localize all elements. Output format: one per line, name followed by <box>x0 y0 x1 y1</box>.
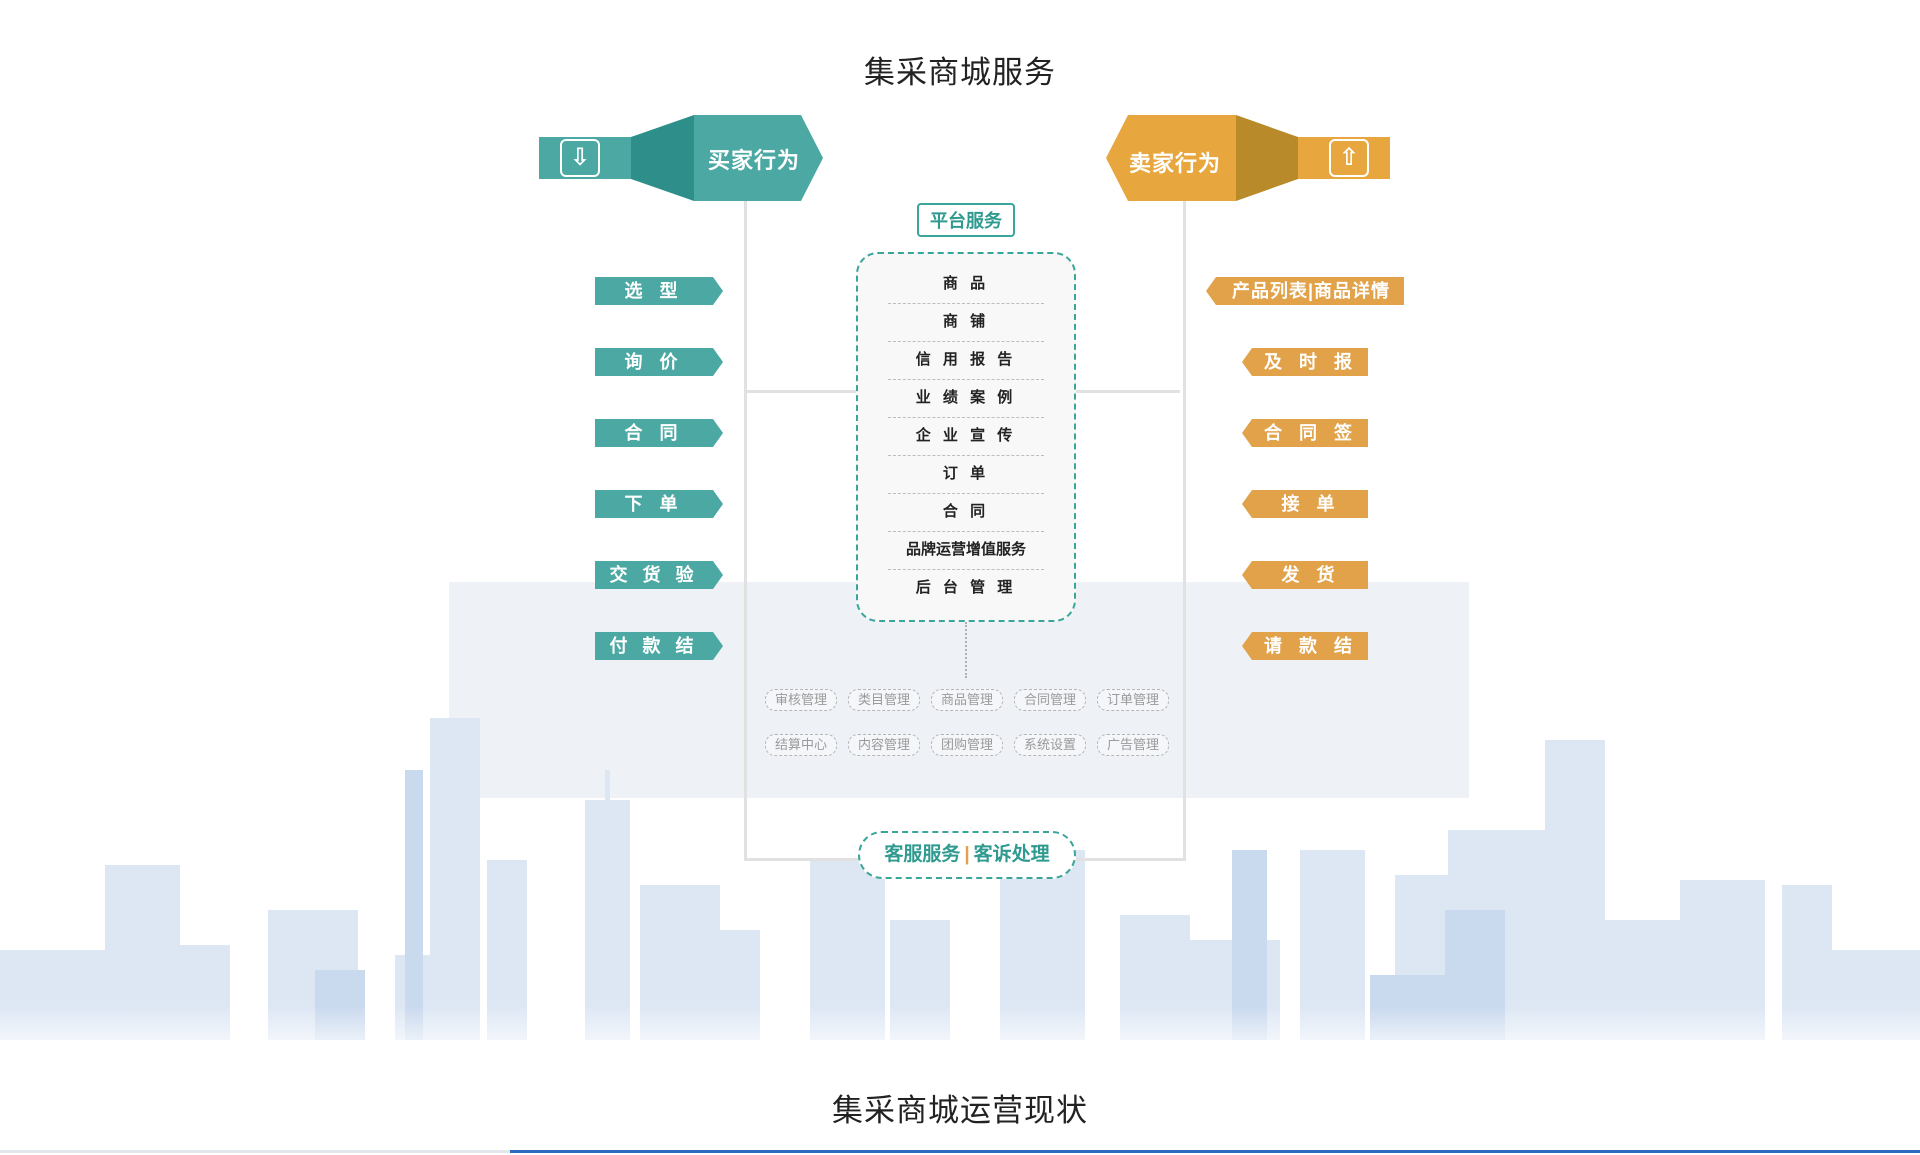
buyer-header-arrow <box>539 115 823 201</box>
arrow-up-icon: ⇧ <box>1329 139 1369 177</box>
buyer-step: 询 价 <box>595 348 723 376</box>
customer-service-label: 客服服务 <box>884 844 961 865</box>
platform-item: 合 同 <box>888 494 1044 532</box>
seller-step: 及 时 报 价 <box>1242 348 1368 376</box>
seller-step: 合 同 签 订 <box>1242 419 1368 447</box>
platform-service-box <box>856 252 1076 622</box>
management-module: 审核管理 <box>765 689 837 711</box>
management-module: 内容管理 <box>848 734 920 756</box>
connector-line <box>965 622 967 678</box>
page-title: 集采商城服务 <box>864 55 1056 90</box>
platform-service-label: 平台服务 <box>917 203 1015 237</box>
seller-step: 接 单 <box>1242 490 1368 518</box>
management-module: 结算中心 <box>765 734 837 756</box>
management-module: 商品管理 <box>931 689 1003 711</box>
buyer-header-label: 买家行为 <box>708 148 801 173</box>
buyer-step: 交 货 验 收 <box>595 561 723 589</box>
complaint-handling-label: 客诉处理 <box>973 844 1050 865</box>
management-module: 系统设置 <box>1014 734 1086 756</box>
platform-item: 商 铺 <box>888 304 1044 342</box>
seller-header-arrow <box>1106 115 1390 201</box>
management-module: 类目管理 <box>848 689 920 711</box>
customer-service-box: 客服服务|客诉处理 <box>858 831 1076 879</box>
buyer-step: 选 型 <box>595 277 723 305</box>
seller-step: 产品列表|商品详情 <box>1206 277 1404 305</box>
buyer-step: 付 款 结 算 <box>595 632 723 660</box>
management-module: 团购管理 <box>931 734 1003 756</box>
seller-header-label: 卖家行为 <box>1129 151 1222 176</box>
buyer-step: 合 同 <box>595 419 723 447</box>
buyer-step: 下 单 <box>595 490 723 518</box>
platform-item: 商 品 <box>888 266 1044 304</box>
next-section-title: 集采商城运营现状 <box>832 1093 1088 1128</box>
platform-item: 企 业 宣 传 <box>888 418 1044 456</box>
city-skyline-illustration <box>0 700 1920 1060</box>
seller-step: 请 款 结 算 <box>1242 632 1368 660</box>
arrow-down-icon: ⇩ <box>560 139 600 177</box>
management-module: 合同管理 <box>1014 689 1086 711</box>
platform-item: 业 绩 案 例 <box>888 380 1044 418</box>
seller-step: 发 货 <box>1242 561 1368 589</box>
platform-item: 订 单 <box>888 456 1044 494</box>
platform-item: 品牌运营增值服务 <box>888 532 1044 570</box>
management-module: 订单管理 <box>1097 689 1169 711</box>
management-module: 广告管理 <box>1097 734 1169 756</box>
platform-item: 信 用 报 告 <box>888 342 1044 380</box>
section-divider-blue <box>510 1150 1920 1153</box>
platform-item: 后 台 管 理 <box>915 579 1017 596</box>
separator: | <box>964 844 970 865</box>
section-divider-grey <box>0 1150 510 1153</box>
